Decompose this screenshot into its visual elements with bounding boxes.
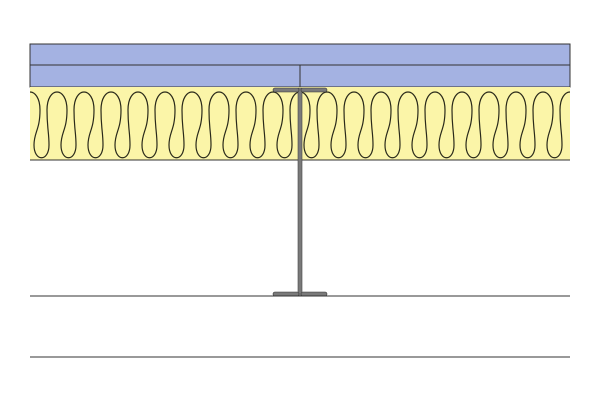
board-layer-outer: [29, 43, 571, 66]
steel-i-stud: [272, 87, 328, 297]
batt-insulation: [30, 87, 570, 161]
